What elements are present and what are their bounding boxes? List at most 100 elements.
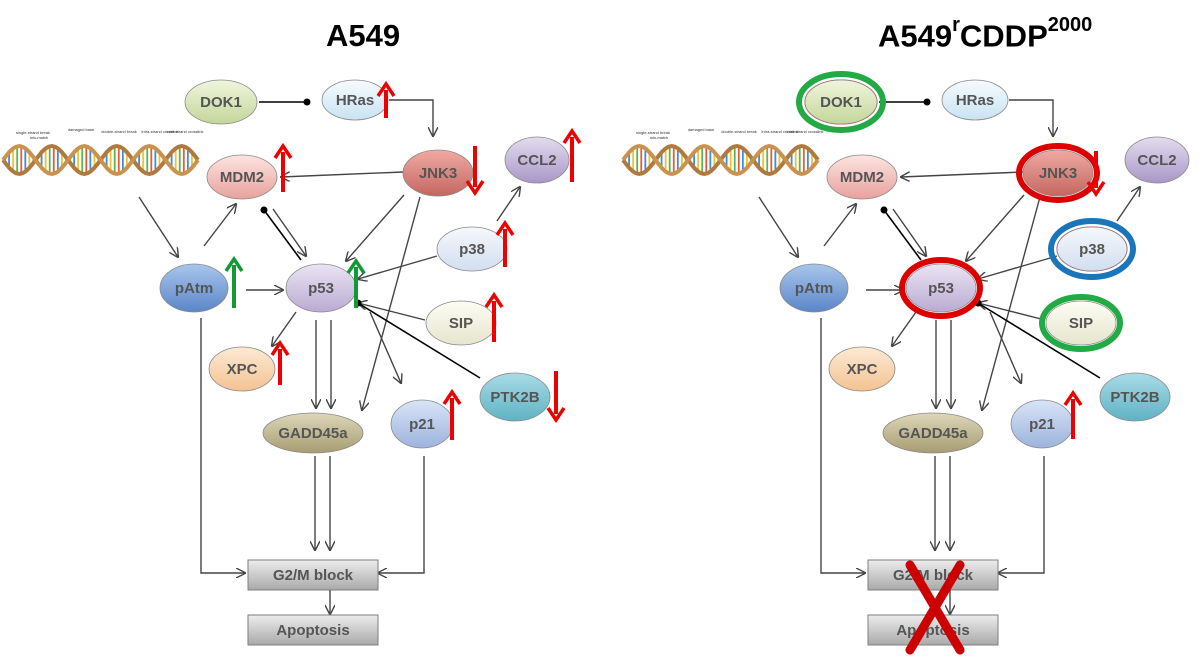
node-p21: p21 — [1010, 399, 1074, 449]
node-p38: p38 — [1048, 218, 1136, 280]
node-xpc: XPC — [828, 346, 896, 392]
node-label: HRas — [336, 92, 374, 109]
node-label: SIP — [449, 315, 473, 332]
node-label: GADD45a — [898, 425, 968, 442]
panel-title-text: A549 — [878, 18, 953, 54]
box-label: Apoptosis — [276, 622, 349, 639]
panel-title-a549-rcddp2000: A549rCDDP2000 — [878, 14, 1092, 54]
node-label: XPC — [847, 361, 878, 378]
up-regulation-arrow-icon — [224, 255, 244, 308]
activation-edge — [200, 318, 245, 573]
activation-edge — [272, 311, 297, 346]
activation-edge — [369, 311, 401, 383]
node-hras: HRas — [941, 79, 1009, 121]
node-p53: p53 — [899, 257, 983, 319]
node-p38: p38 — [436, 226, 508, 272]
node-label: DOK1 — [200, 94, 242, 111]
activation-edge — [892, 311, 917, 346]
node-label: p38 — [459, 241, 485, 258]
activation-edge — [358, 255, 438, 279]
node-mdm2: MDM2 — [206, 154, 278, 200]
node-dok1: DOK1 — [796, 71, 886, 133]
node-label: HRas — [956, 92, 994, 109]
node-label: p21 — [1029, 416, 1055, 433]
activation-edge — [272, 208, 306, 256]
node-label: MDM2 — [840, 169, 884, 186]
inhibition-edge — [260, 206, 302, 261]
dna-damage-label: inter-strand crosslink — [167, 129, 204, 134]
node-ptk2b: PTK2B — [479, 372, 551, 422]
box-g2m: G2/M block — [247, 559, 379, 591]
dna-damage-label: single-strand break — [636, 130, 670, 135]
node-gadd45a: GADD45a — [262, 412, 364, 454]
up-regulation-arrow-icon — [376, 80, 396, 118]
up-regulation-arrow-icon — [562, 127, 582, 182]
node-label: JNK3 — [1039, 165, 1077, 182]
node-label: PTK2B — [490, 389, 539, 406]
dna-damage-label: single-strand break — [16, 130, 50, 135]
node-mdm2: MDM2 — [826, 154, 898, 200]
panel-title-rest: CDDP — [959, 18, 1048, 54]
node-label: CCL2 — [517, 152, 556, 169]
activation-edge — [281, 171, 404, 177]
node-ccl2: CCL2 — [1124, 136, 1190, 184]
dna-damage-label: intra-strand crosslink — [762, 129, 799, 134]
node-label: JNK3 — [419, 165, 457, 182]
dna-damage-label: double-strand break — [101, 129, 137, 134]
box-apoptosis: Apoptosis — [247, 614, 379, 646]
activation-edge — [978, 255, 1058, 279]
up-regulation-arrow-icon — [270, 339, 290, 385]
node-label: pAtm — [175, 280, 213, 297]
dna-damage-label: damaged base — [68, 127, 95, 132]
activation-edge — [203, 204, 236, 247]
activation-edge — [998, 456, 1045, 573]
panel-title-a549: A549 — [326, 18, 400, 54]
activation-edge — [389, 99, 433, 136]
inhibition-edge — [880, 206, 922, 261]
panel-title-sup: 2000 — [1047, 14, 1093, 36]
node-label: p21 — [409, 416, 435, 433]
inhibition-edge — [354, 299, 481, 379]
node-ptk2b: PTK2B — [1099, 372, 1171, 422]
inhibition-edge — [974, 299, 1101, 379]
node-label: DOK1 — [820, 94, 862, 111]
panel-title-sup-r: r — [952, 14, 960, 36]
node-label: XPC — [227, 361, 258, 378]
panel-title-text: A549 — [326, 18, 401, 53]
dna-damage-label: damaged base — [688, 127, 715, 132]
node-label: CCL2 — [1137, 152, 1176, 169]
dna-damage-label: double-strand break — [721, 129, 757, 134]
box-apoptosis: Apoptosis — [867, 614, 999, 646]
node-gadd45a: GADD45a — [882, 412, 984, 454]
activation-edge — [346, 194, 405, 261]
node-label: p38 — [1079, 241, 1105, 258]
activation-edge — [378, 456, 425, 573]
node-patm: pAtm — [159, 263, 229, 313]
node-label: p53 — [308, 280, 334, 297]
box-label: Apoptosis — [896, 622, 969, 639]
activation-edge — [496, 187, 520, 222]
activation-edge — [982, 196, 1041, 410]
activation-edge — [1116, 187, 1140, 222]
activation-edge — [823, 204, 856, 247]
activation-edge — [978, 303, 1046, 321]
activation-edge — [1009, 99, 1053, 136]
dna-damage-label: inter-strand crosslink — [787, 129, 824, 134]
up-regulation-arrow-icon — [346, 257, 366, 308]
box-label: G2/M block — [273, 567, 354, 584]
node-label: GADD45a — [278, 425, 348, 442]
dna-damage-label: mis-match — [650, 135, 668, 140]
activation-edge — [989, 311, 1021, 383]
node-p53: p53 — [285, 263, 357, 313]
activation-edge — [138, 196, 178, 257]
node-dok1: DOK1 — [184, 79, 258, 125]
down-regulation-arrow-icon — [546, 371, 566, 424]
node-xpc: XPC — [208, 346, 276, 392]
node-hras: HRas — [321, 79, 389, 121]
blocked-cross-icon — [905, 560, 965, 655]
activation-edge — [820, 318, 865, 573]
dna-damage-label: intra-strand crosslink — [142, 129, 179, 134]
